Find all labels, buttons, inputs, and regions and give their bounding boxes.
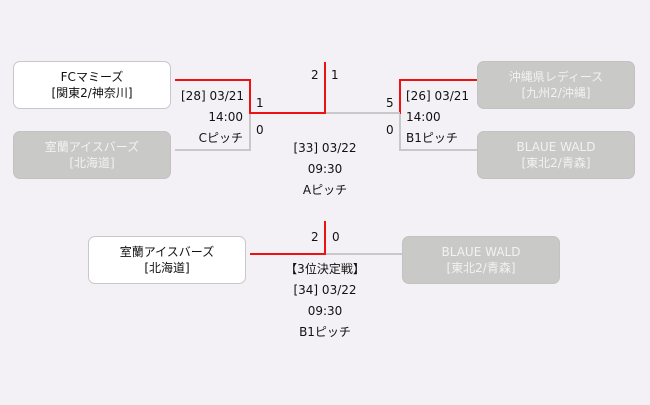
match-time: 14:00 (208, 110, 243, 124)
bracket-line (324, 62, 326, 114)
match-label: [28] 03/21 (181, 89, 245, 103)
score: 2 (311, 230, 319, 244)
team-region: [北海道] (144, 261, 190, 275)
team-name: 室蘭アイスバーズ (44, 140, 140, 154)
team-region: [東北2/青森] (521, 156, 591, 170)
match-label: [33] 03/22 (293, 141, 357, 155)
match-label: [26] 03/21 (406, 89, 470, 103)
score: 2 (311, 68, 319, 82)
match-time: 09:30 (307, 162, 343, 176)
bracket-line (326, 112, 400, 114)
bracket-line (175, 149, 251, 151)
bracket-line (249, 114, 251, 151)
bracket-line (249, 79, 251, 114)
team-region: [東北2/青森] (446, 261, 516, 275)
score: 0 (332, 230, 340, 244)
bracket-line (399, 114, 401, 151)
bracket-line (326, 253, 402, 255)
bracket-line (249, 112, 326, 114)
bracket-line (400, 149, 477, 151)
team-name: BLAUE WALD (516, 140, 596, 154)
match-title: 【3位決定戦】 (285, 262, 365, 276)
score: 0 (386, 123, 394, 137)
match-pitch: Aピッチ (302, 183, 348, 197)
bracket-line (399, 79, 401, 114)
match-time: 14:00 (406, 110, 441, 124)
score: 5 (386, 96, 394, 110)
match-pitch: B1ピッチ (299, 325, 351, 339)
team-region: [九州2/沖縄] (521, 86, 591, 100)
match-pitch: Cピッチ (198, 131, 243, 145)
team-box[interactable]: FCマミーズ [関東2/神奈川] (13, 61, 171, 109)
team-box[interactable]: BLAUE WALD [東北2/青森] (477, 131, 635, 179)
match-pitch: B1ピッチ (406, 131, 458, 145)
team-region: [関東2/神奈川] (51, 86, 133, 100)
score: 0 (256, 123, 264, 137)
bracket-line (250, 253, 326, 255)
bracket-line (324, 221, 326, 255)
score: 1 (331, 68, 339, 82)
team-region: [北海道] (69, 156, 115, 170)
bracket-line (175, 79, 251, 81)
team-box[interactable]: 室蘭アイスバーズ [北海道] (88, 236, 246, 284)
team-box[interactable]: 沖縄県レディース [九州2/沖縄] (477, 61, 635, 109)
score: 1 (256, 96, 264, 110)
team-box[interactable]: 室蘭アイスバーズ [北海道] (13, 131, 171, 179)
match-time: 09:30 (307, 304, 343, 318)
team-name: FCマミーズ (60, 70, 124, 84)
team-name: 沖縄県レディース (508, 70, 604, 84)
team-box[interactable]: BLAUE WALD [東北2/青森] (402, 236, 560, 284)
team-name: 室蘭アイスバーズ (119, 245, 215, 259)
bracket-line (400, 79, 477, 81)
match-label: [34] 03/22 (293, 283, 357, 297)
team-name: BLAUE WALD (441, 245, 521, 259)
